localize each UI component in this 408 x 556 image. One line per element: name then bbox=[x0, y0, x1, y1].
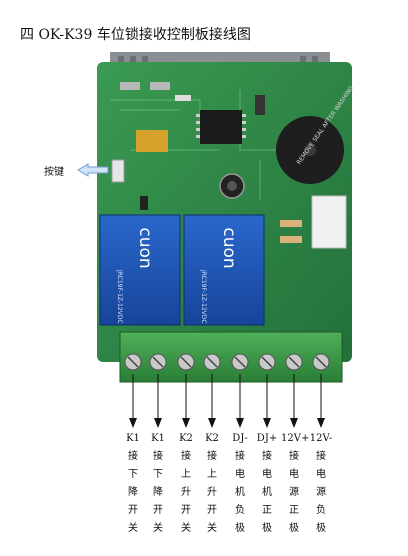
terminal-desc-char: 降 bbox=[128, 487, 138, 498]
wire-arrow-icon bbox=[129, 418, 137, 428]
terminal-desc-char: 降 bbox=[153, 487, 163, 498]
terminal-desc-char: 电 bbox=[262, 469, 272, 480]
terminal-desc-char: 负 bbox=[235, 505, 245, 516]
terminal-desc-char: 电 bbox=[316, 469, 326, 480]
wire-arrow-icon bbox=[236, 418, 244, 428]
terminal-desc-char: 关 bbox=[128, 523, 138, 534]
terminal-label-6: DJ+ 接电机正极 bbox=[254, 430, 280, 538]
relay-1: cuon JRC19F-1Z-12VDC bbox=[99, 214, 181, 326]
terminal-desc-char: 下 bbox=[128, 469, 138, 480]
relay-2-model: JRC19F-1Z-12VDC bbox=[200, 269, 207, 324]
terminal-desc-char: 关 bbox=[207, 523, 217, 534]
terminal-desc-char: 升 bbox=[181, 487, 191, 498]
terminal-name: 12V- bbox=[309, 433, 333, 444]
terminal-desc-char: 正 bbox=[289, 505, 299, 516]
wire-arrow-icon bbox=[263, 418, 271, 428]
terminal-desc-char: 接 bbox=[316, 451, 326, 462]
terminal-name: K2 bbox=[179, 433, 193, 444]
terminal-desc-char: 接 bbox=[262, 451, 272, 462]
wire-arrow-icon bbox=[290, 418, 298, 428]
terminal-desc-char: 开 bbox=[207, 505, 217, 516]
push-button bbox=[111, 159, 125, 183]
wire-arrow-icon bbox=[154, 418, 162, 428]
terminal-desc-char: 电 bbox=[235, 469, 245, 480]
terminal-desc-char: 下 bbox=[153, 469, 163, 480]
terminal-desc-char: 极 bbox=[235, 523, 245, 534]
terminal-label-7: 12V+ 接电源正极 bbox=[281, 430, 310, 538]
terminal-label-1: K1 接下降开关 bbox=[120, 430, 146, 538]
relay-2: cuon JRC19F-1Z-12VDC bbox=[183, 214, 265, 326]
relay-2-brand: cuon bbox=[219, 227, 239, 268]
terminal-desc-char: 接 bbox=[181, 451, 191, 462]
terminal-desc-char: 机 bbox=[262, 487, 272, 498]
page-title: 四 OK-K39 车位锁接收控制板接线图 bbox=[20, 27, 251, 43]
terminal-name: DJ- bbox=[232, 433, 248, 444]
ic-chip bbox=[200, 110, 242, 144]
relay-1-model: JRC19F-1Z-12VDC bbox=[116, 269, 123, 324]
terminal-desc-char: 上 bbox=[207, 469, 217, 480]
terminal-label-8: 12V- 接电源负极 bbox=[308, 430, 334, 538]
button-label: 按键 bbox=[44, 167, 64, 178]
terminal-label-3: K2 接上升开关 bbox=[173, 430, 199, 538]
wire-arrow-icon bbox=[317, 418, 325, 428]
terminal-desc-char: 接 bbox=[235, 451, 245, 462]
terminal-desc-char: 升 bbox=[207, 487, 217, 498]
terminal-name: 12V+ bbox=[281, 433, 310, 444]
terminal-desc-char: 接 bbox=[289, 451, 299, 462]
terminal-desc-char: 开 bbox=[181, 505, 191, 516]
terminal-desc-char: 负 bbox=[316, 505, 326, 516]
white-component bbox=[311, 195, 347, 249]
terminal-desc-char: 上 bbox=[181, 469, 191, 480]
terminal-name: DJ+ bbox=[256, 433, 278, 444]
terminal-name: K1 bbox=[126, 433, 140, 444]
terminal-desc-char: 开 bbox=[128, 505, 138, 516]
terminal-label-5: DJ- 接电机负极 bbox=[227, 430, 253, 538]
terminal-desc-char: 接 bbox=[128, 451, 138, 462]
terminal-desc-char: 极 bbox=[289, 523, 299, 534]
terminal-desc-char: 关 bbox=[153, 523, 163, 534]
control-board-photo: REMOVE SEAL AFTER WASHING cuon JRC19F-1Z… bbox=[97, 52, 356, 383]
relay-1-brand: cuon bbox=[135, 227, 155, 268]
wire-arrow-icon bbox=[208, 418, 216, 428]
terminal-desc-char: 源 bbox=[289, 487, 299, 498]
terminal-desc-char: 极 bbox=[262, 523, 272, 534]
terminal-desc-char: 极 bbox=[316, 523, 326, 534]
button-pointer-arrow-icon bbox=[77, 163, 109, 177]
terminal-desc-char: 正 bbox=[262, 505, 272, 516]
terminal-name: K2 bbox=[205, 433, 219, 444]
terminal-label-4: K2 接上升开关 bbox=[199, 430, 225, 538]
terminal-desc-char: 电 bbox=[289, 469, 299, 480]
terminal-desc-char: 接 bbox=[153, 451, 163, 462]
terminal-desc-char: 机 bbox=[235, 487, 245, 498]
wire-arrow-icon bbox=[182, 418, 190, 428]
terminal-label-2: K1 接下降开关 bbox=[145, 430, 171, 538]
terminal-wires bbox=[129, 374, 325, 428]
terminal-desc-char: 关 bbox=[181, 523, 191, 534]
yellow-capacitor bbox=[136, 130, 168, 152]
terminal-desc-char: 接 bbox=[207, 451, 217, 462]
terminal-desc-char: 源 bbox=[316, 487, 326, 498]
terminal-desc-char: 开 bbox=[153, 505, 163, 516]
board-illustration: REMOVE SEAL AFTER WASHING cuon JRC19F-1Z… bbox=[97, 52, 356, 383]
terminal-name: K1 bbox=[151, 433, 165, 444]
